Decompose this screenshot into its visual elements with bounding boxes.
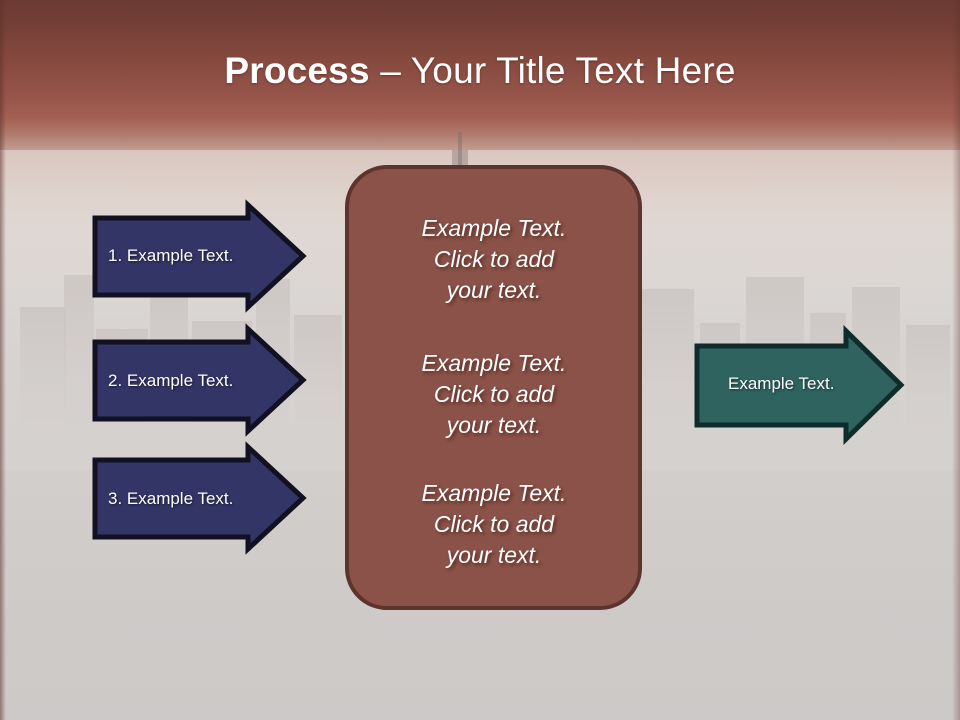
slide-title-rest: – Your Title Text Here bbox=[369, 50, 736, 91]
background-vignette-right bbox=[952, 0, 960, 720]
slide-title-bold: Process bbox=[224, 50, 370, 91]
process-step-arrow-3[interactable] bbox=[92, 441, 308, 558]
process-output-arrow[interactable] bbox=[694, 325, 906, 445]
process-step-arrow-2[interactable] bbox=[92, 323, 308, 440]
background-vignette-left bbox=[0, 0, 6, 720]
background-tower-icon bbox=[458, 132, 462, 170]
center-content-box[interactable] bbox=[344, 164, 644, 612]
slide-title: Process – Your Title Text Here bbox=[0, 48, 960, 94]
process-step-arrow-1[interactable] bbox=[92, 199, 308, 316]
